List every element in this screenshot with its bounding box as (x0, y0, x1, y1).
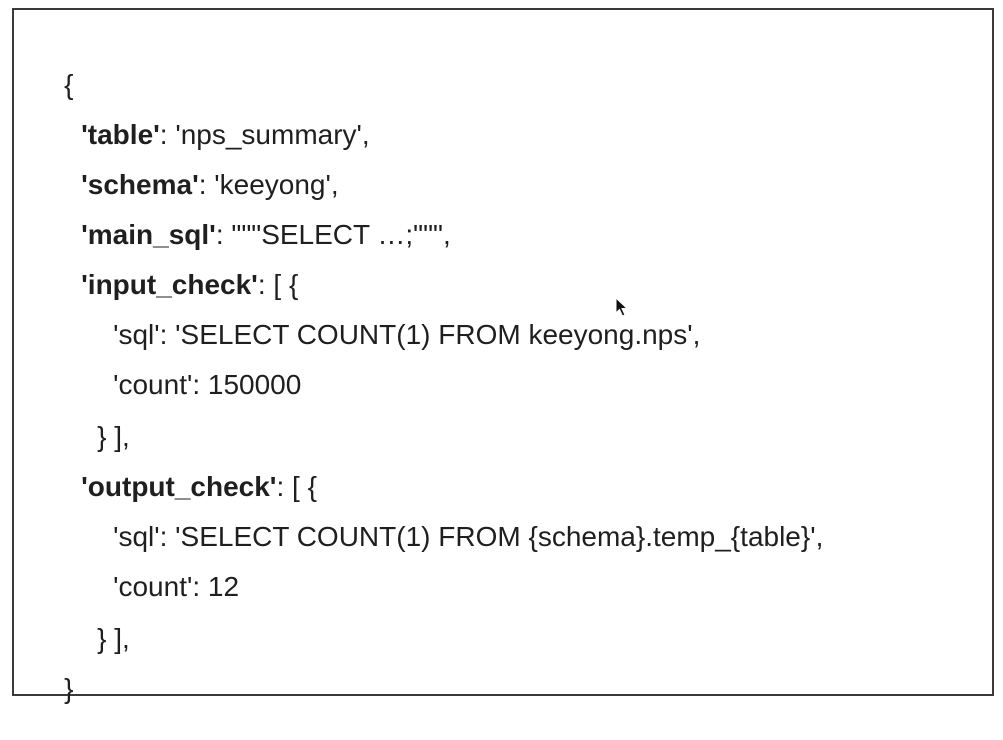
code-line-table: 'table': 'nps_summary', (50, 84, 370, 186)
code-line-open-brace: { (33, 34, 73, 136)
code-line-input-close: } ], (66, 386, 130, 488)
close-brace: } (64, 673, 74, 704)
schema-value: : 'keeyong', (198, 169, 339, 200)
code-line-output-count: 'count': 12 (82, 536, 239, 638)
schema-key: 'schema' (81, 169, 199, 200)
code-line-main-sql: 'main_sql': """SELECT …;""", (50, 184, 451, 286)
output-count-entry: 'count': 12 (113, 571, 240, 602)
main-sql-key: 'main_sql' (81, 219, 216, 250)
input-check-close: } ], (97, 421, 130, 452)
output-check-open: : [ { (276, 471, 317, 502)
code-line-input-sql: 'sql': 'SELECT COUNT(1) FROM keeyong.nps… (82, 284, 700, 386)
code-line-input-count: 'count': 150000 (82, 334, 301, 436)
output-sql-entry: 'sql': 'SELECT COUNT(1) FROM {schema}.te… (113, 521, 824, 552)
code-line-output-close: } ], (66, 588, 130, 690)
output-check-close: } ], (97, 623, 130, 654)
input-count-entry: 'count': 150000 (113, 369, 302, 400)
code-line-output-check: 'output_check': [ { (50, 436, 317, 538)
input-sql-entry: 'sql': 'SELECT COUNT(1) FROM keeyong.nps… (113, 319, 701, 350)
output-check-key: 'output_check' (81, 471, 277, 502)
input-check-key: 'input_check' (81, 269, 258, 300)
input-check-open: : [ { (257, 269, 299, 300)
table-value: : 'nps_summary', (159, 119, 370, 150)
open-brace: { (64, 69, 74, 100)
code-line-input-check: 'input_check': [ { (50, 234, 298, 336)
mouse-pointer-icon (615, 297, 629, 317)
code-line-output-sql: 'sql': 'SELECT COUNT(1) FROM {schema}.te… (82, 486, 823, 588)
main-sql-value: : """SELECT …;""", (215, 219, 451, 250)
table-key: 'table' (81, 119, 160, 150)
code-line-schema: 'schema': 'keeyong', (50, 134, 339, 236)
code-frame (12, 8, 994, 696)
code-line-close-brace: } (33, 638, 73, 740)
